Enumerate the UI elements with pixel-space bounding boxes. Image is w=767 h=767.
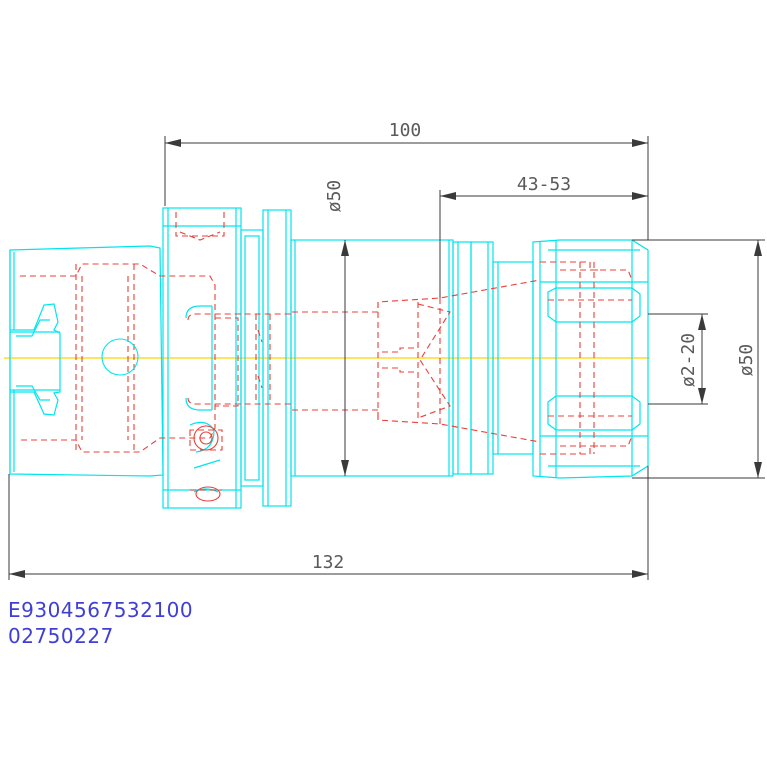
dim-text-132: 132 xyxy=(312,552,345,573)
shank-outline xyxy=(9,245,164,477)
shank-slot-top xyxy=(10,303,61,416)
shank-bore-hidden xyxy=(20,263,216,453)
collet-taper-hidden xyxy=(292,279,541,313)
dim-text-clamp-range: ø2-20 xyxy=(678,333,699,387)
holder-outline xyxy=(9,207,649,509)
shank-hole-circle xyxy=(101,338,139,376)
article-number-label: 02750227 xyxy=(8,624,114,648)
dim-text-nut-dia: ø50 xyxy=(736,344,757,377)
hidden-detail-solid xyxy=(101,338,221,502)
hidden-lines xyxy=(20,212,633,491)
order-number-label: E9304567532100 xyxy=(8,598,194,622)
dim-text-100: 100 xyxy=(389,120,422,141)
dim-text-43-53: 43-53 xyxy=(517,174,571,195)
nut-slot-top xyxy=(547,287,641,323)
dim-text-body-dia: ø50 xyxy=(324,180,345,213)
dimension-arrows xyxy=(9,139,762,578)
nut-slot-bottom xyxy=(547,395,641,431)
collet-hidden xyxy=(540,261,600,271)
inner-bore-hidden xyxy=(187,313,292,321)
